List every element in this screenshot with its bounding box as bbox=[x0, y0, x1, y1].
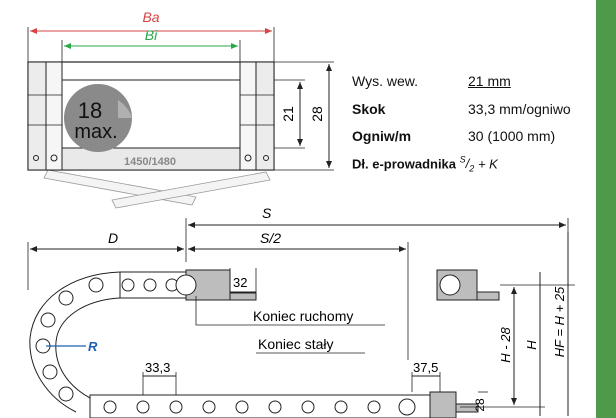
d-label: D bbox=[108, 230, 118, 246]
spec-value-inner-height: 21 mm bbox=[468, 73, 511, 89]
height-inner-label: 21 bbox=[280, 106, 296, 122]
s-label: S bbox=[262, 205, 272, 221]
ba-label: Ba bbox=[142, 9, 159, 25]
width-caption: 1450/1480 bbox=[124, 156, 176, 168]
height-outer-label: 28 bbox=[309, 106, 325, 122]
right-sidebar-inner bbox=[239, 61, 257, 171]
pin-left-icon bbox=[50, 154, 58, 162]
side-view: S S/2 D 32 Koniec ruchomy Koniec stały bbox=[27, 205, 575, 418]
right-end-pin-icon bbox=[439, 274, 461, 296]
chain-bend-outer bbox=[29, 271, 121, 413]
formula-num: S bbox=[459, 155, 466, 165]
hf-label: HF = H + 25 bbox=[552, 286, 567, 357]
pin-right-icon bbox=[244, 154, 252, 162]
fixed-end-pin-icon bbox=[398, 398, 416, 416]
chain-upper-run bbox=[119, 269, 257, 301]
moving-end-pin-icon bbox=[175, 274, 197, 296]
left-sidebar-outer bbox=[27, 61, 47, 171]
moving-end-label: Koniec ruchomy bbox=[253, 308, 353, 324]
right-sidebar-outer bbox=[255, 61, 275, 171]
s-half-label: S/2 bbox=[260, 230, 281, 246]
left-sidebar-inner bbox=[45, 61, 63, 171]
fixed-end-bracket bbox=[429, 391, 457, 418]
bottom-crossbar bbox=[61, 147, 241, 171]
spec-label-inner-height: Wys. wew. bbox=[352, 73, 418, 89]
bi-label: Bi bbox=[145, 27, 158, 43]
spec-value-links-per-m: 30 (1000 mm) bbox=[468, 128, 556, 144]
spec-label-links-per-m: Ogniw/m bbox=[352, 128, 412, 144]
spec-label-pitch: Skok bbox=[352, 101, 386, 117]
crossed-link-b bbox=[111, 171, 271, 209]
h-minus-label: H - 28 bbox=[498, 327, 513, 363]
max-capacity-badge bbox=[64, 84, 132, 152]
h-label: H bbox=[524, 340, 539, 350]
badge-count: 18 bbox=[78, 98, 102, 123]
formula-tail: + K bbox=[477, 156, 498, 172]
spec-value-pitch: 33,3 mm/ogniwo bbox=[468, 101, 571, 117]
badge-unit: max. bbox=[74, 121, 117, 143]
side-color-band bbox=[596, 0, 616, 418]
formula-label: Dł. e-prowadnika bbox=[352, 156, 457, 172]
pitch-label: 33,3 bbox=[145, 360, 170, 375]
radius-label: R bbox=[88, 339, 98, 354]
dim-28-label: 28 bbox=[473, 398, 487, 412]
chain-bend-inner bbox=[55, 297, 121, 399]
dim-375-label: 37,5 bbox=[413, 360, 438, 375]
dim-32-label: 32 bbox=[233, 275, 247, 290]
formula-den: 2 bbox=[469, 163, 475, 174]
chain-lower-run bbox=[89, 391, 479, 418]
length-formula: Dł. e-prowadnika S/2 + K bbox=[352, 155, 498, 174]
fixed-end-label: Koniec stały bbox=[258, 336, 333, 352]
top-view: Ba Bi 18 max. 1450/1480 bbox=[27, 9, 334, 209]
